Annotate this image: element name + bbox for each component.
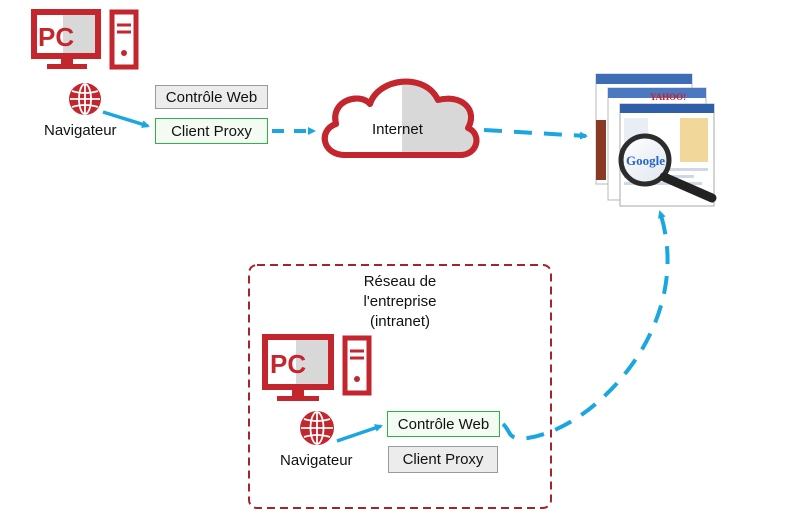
enterprise-title-line: l'entreprise: [363, 293, 437, 310]
google-logo: Google: [626, 153, 665, 168]
internet-label: Internet: [372, 121, 423, 138]
browser-label: Navigateur: [44, 122, 117, 139]
globe-icon: [300, 411, 334, 445]
arrow-webcontrol-to-web: [501, 210, 670, 441]
search-engines-image: YAHOO! Google: [595, 73, 717, 207]
pc-tower-icon: [342, 335, 372, 396]
pc-monitor-text: PC: [270, 349, 306, 379]
enterprise-network-frame: [248, 264, 552, 509]
enterprise-title-line: (intranet): [369, 313, 431, 330]
yahoo-logo: YAHOO!: [650, 92, 686, 102]
web-control-box: Contrôle Web: [387, 411, 500, 437]
pc-monitor-icon: PC: [31, 9, 101, 69]
web-control-box: Contrôle Web: [155, 85, 268, 109]
pc-monitor-text: PC: [38, 22, 74, 52]
globe-icon: [69, 83, 101, 115]
enterprise-title-line: Réseau de: [363, 273, 437, 290]
internet-cloud-icon: [321, 78, 480, 158]
browser-label: Navigateur: [280, 452, 353, 469]
client-proxy-box: Client Proxy: [388, 446, 498, 473]
arrow-browser-to-webcontrol: [336, 424, 383, 443]
pc-tower-icon: [109, 9, 139, 70]
arrow-cloud-to-web: [483, 128, 588, 140]
enterprise-title: Réseau de l'entreprise (intranet): [340, 272, 460, 332]
arrow-browser-to-proxy: [102, 110, 150, 129]
pc-monitor-icon: PC: [262, 334, 334, 401]
client-proxy-box: Client Proxy: [155, 118, 268, 144]
